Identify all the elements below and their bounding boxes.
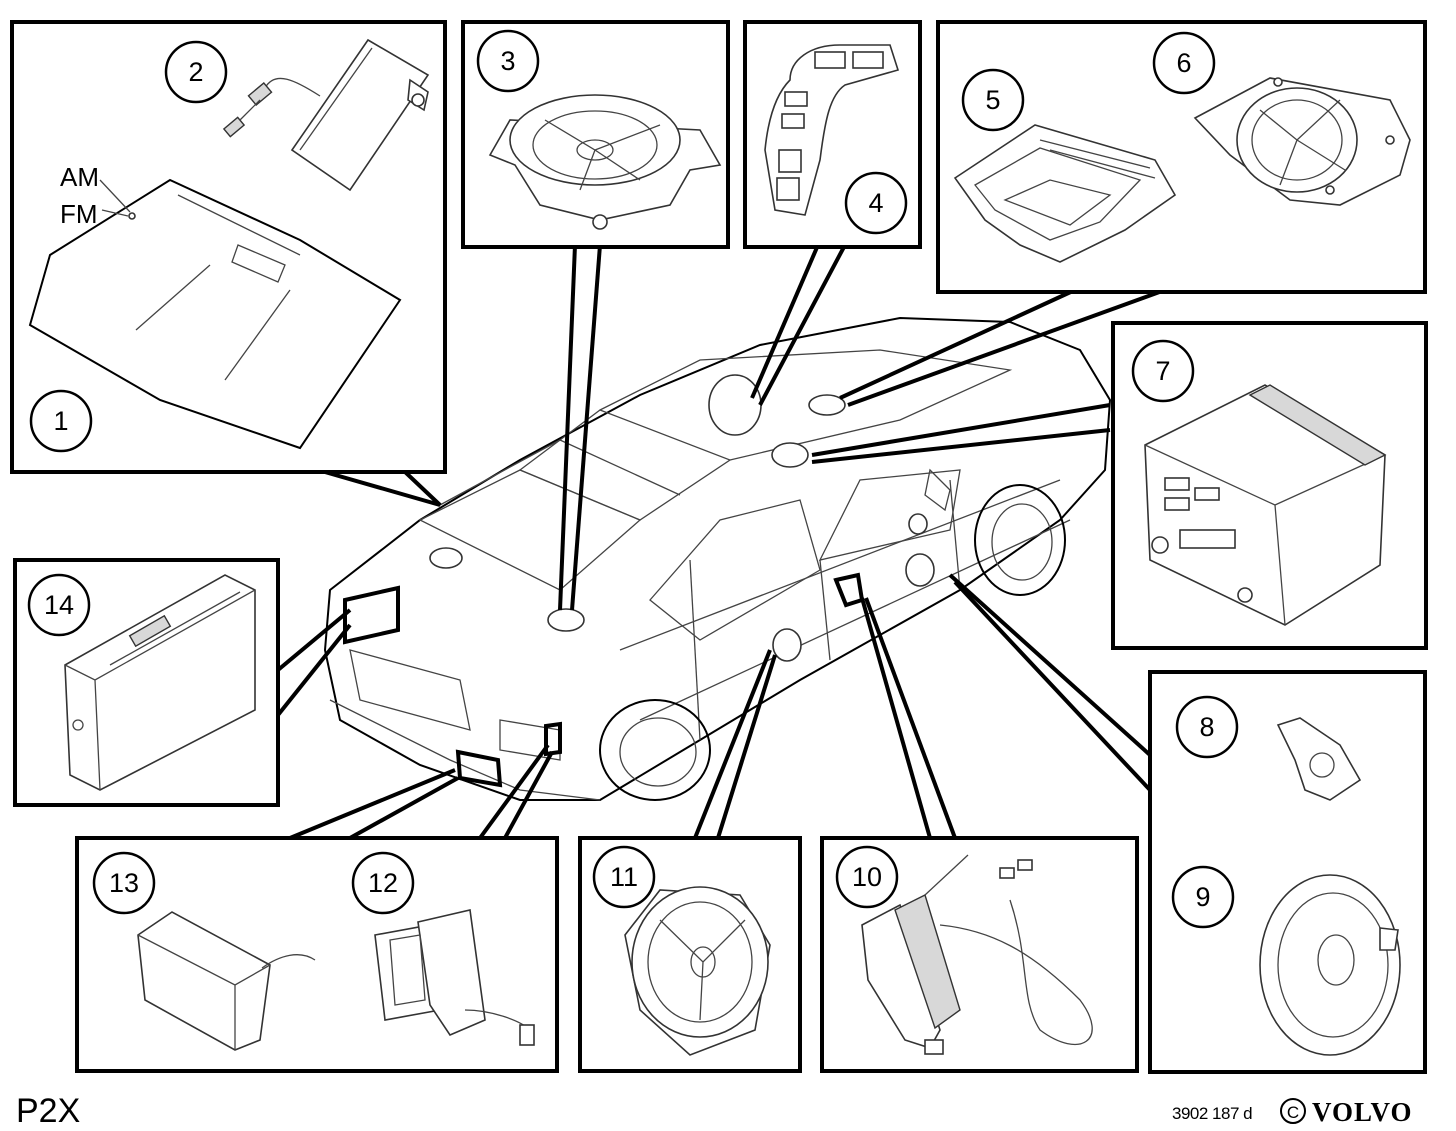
svg-text:12: 12 — [368, 868, 398, 898]
panel-3 — [461, 20, 730, 249]
leader-lines — [276, 244, 1166, 840]
svg-text:11: 11 — [610, 862, 638, 892]
callout-10: 10 — [835, 845, 899, 909]
callout-3: 3 — [476, 29, 540, 93]
callout-8: 8 — [1175, 695, 1239, 759]
callout-13: 13 — [92, 851, 156, 915]
am-label: AM — [60, 162, 99, 192]
svg-text:4: 4 — [868, 188, 883, 218]
callout-14: 14 — [27, 573, 91, 637]
model-label: P2X — [16, 1092, 81, 1130]
callout-6: 6 — [1152, 31, 1216, 95]
car-outline — [323, 316, 1112, 801]
callout-1: 1 — [29, 389, 93, 453]
svg-text:14: 14 — [44, 590, 74, 620]
callout-9: 9 — [1171, 865, 1235, 929]
panel-1-2 — [10, 20, 447, 474]
fm-label: FM — [60, 199, 98, 229]
callout-5: 5 — [961, 68, 1025, 132]
panel-12-13 — [75, 836, 559, 1073]
callout-4: 4 — [844, 171, 908, 235]
brand-logo: VOLVO — [1312, 1097, 1413, 1127]
callout-12: 12 — [351, 851, 415, 915]
svg-text:5: 5 — [985, 85, 1000, 115]
svg-text:6: 6 — [1176, 48, 1191, 78]
svg-text:2: 2 — [188, 57, 203, 87]
svg-text:9: 9 — [1195, 882, 1210, 912]
copyright-mark: C — [1280, 1098, 1306, 1124]
svg-text:1: 1 — [53, 406, 68, 436]
svg-text:7: 7 — [1155, 356, 1170, 386]
svg-text:13: 13 — [109, 868, 139, 898]
svg-text:8: 8 — [1199, 712, 1214, 742]
callout-11: 11 — [592, 845, 656, 909]
svg-text:10: 10 — [852, 862, 882, 892]
callout-2: 2 — [164, 40, 228, 104]
drawing-code: 3902 187 d — [1172, 1104, 1253, 1123]
callout-7: 7 — [1131, 339, 1195, 403]
svg-text:3: 3 — [500, 46, 515, 76]
